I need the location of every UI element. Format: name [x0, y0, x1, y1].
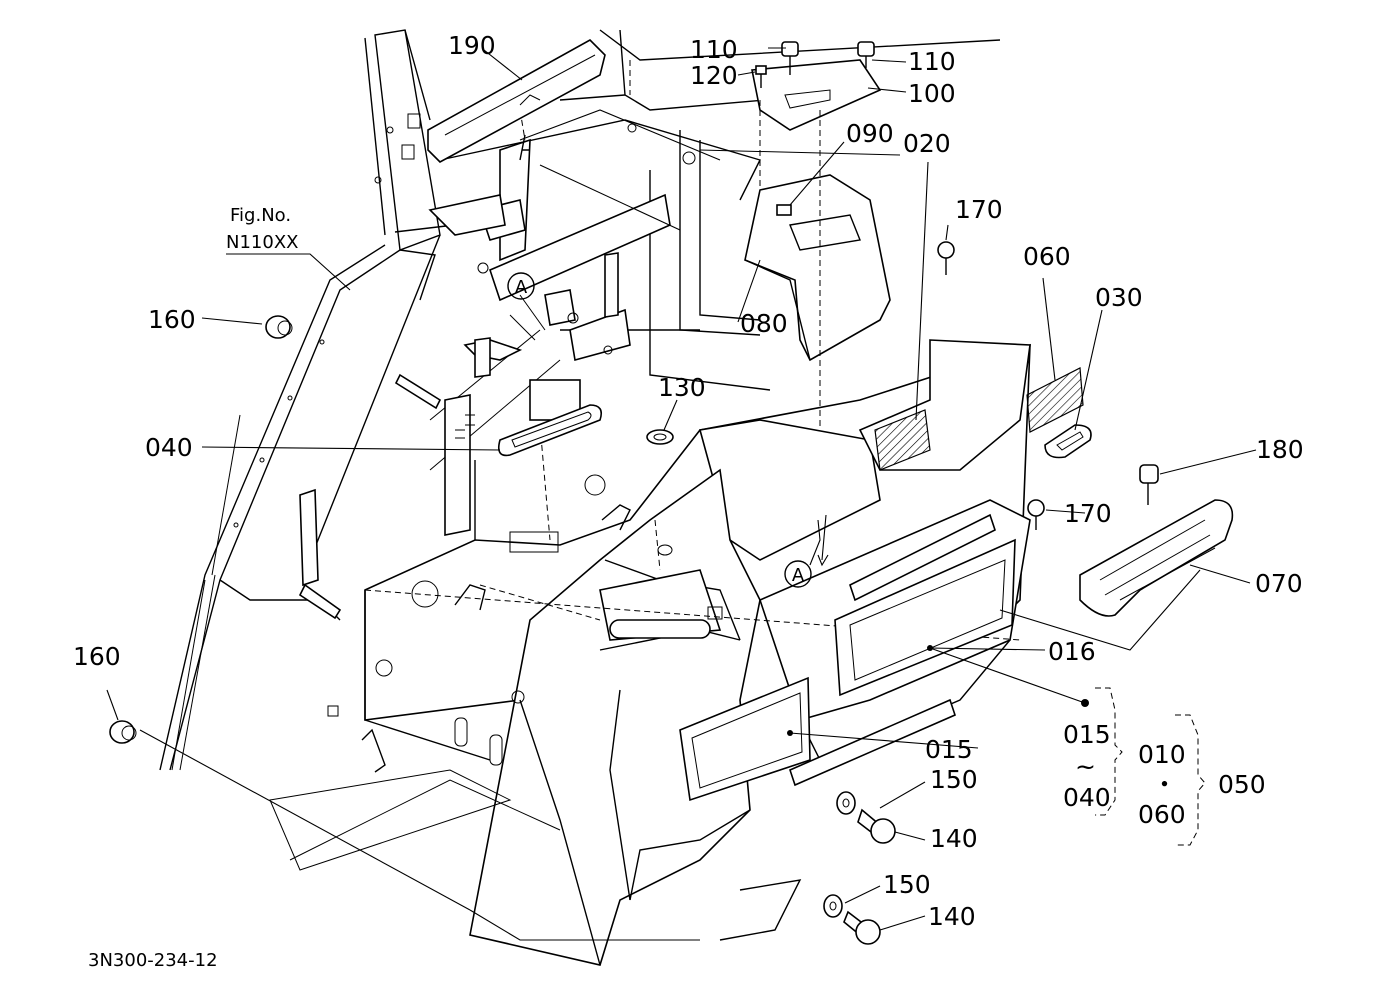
- callout-016: 016: [1048, 637, 1096, 666]
- callout-015: 015: [925, 735, 973, 764]
- detail-a-label-1: A: [515, 277, 528, 298]
- part-180-screw: [1139, 464, 1159, 505]
- part-150-washer-lower: [823, 894, 843, 918]
- part-110-bolt-right: [857, 41, 875, 68]
- callout-120: 120: [690, 61, 738, 90]
- fig-ref-line1: Fig.No.: [230, 205, 291, 226]
- callout-150-lower: 150: [883, 870, 931, 899]
- figure-code: 3N300-234-12: [88, 950, 218, 971]
- part-016-decal: [834, 538, 1016, 697]
- kit-range-to: 040: [1063, 783, 1111, 812]
- callout-140-upper: 140: [930, 824, 978, 853]
- part-160-bolt-lower: [109, 720, 137, 744]
- kit-range-from: 015: [1063, 720, 1111, 749]
- part-150-washer-upper: [836, 791, 856, 815]
- callout-150-upper: 150: [930, 765, 978, 794]
- callout-130: 130: [658, 373, 706, 402]
- part-170-clip-lower: [1027, 499, 1045, 530]
- kit-050: 050: [1218, 770, 1266, 799]
- detail-a-marker-1: [507, 272, 535, 300]
- callout-180: 180: [1256, 435, 1304, 464]
- callout-190: 190: [448, 31, 496, 60]
- kit-bracket-010: [1095, 687, 1123, 816]
- callout-040: 040: [145, 433, 193, 462]
- kit-dot: ・: [1152, 770, 1177, 799]
- part-140-bolt-lower: [843, 910, 881, 945]
- part-140-bolt-upper: [857, 808, 896, 844]
- fig-ref-line2: N110XX: [226, 232, 298, 253]
- callout-060: 060: [1023, 242, 1071, 271]
- callout-080: 080: [740, 309, 788, 338]
- part-130-grommet: [646, 429, 674, 556]
- callout-030: 030: [1095, 283, 1143, 312]
- callout-160-upper: 160: [148, 305, 196, 334]
- pedal-linkage: [298, 109, 721, 620]
- detail-a-label-2: A: [792, 565, 805, 586]
- callout-020: 020: [903, 129, 951, 158]
- leader-lines: [106, 47, 1257, 941]
- part-060-decal: [1026, 367, 1084, 433]
- callout-100: 100: [908, 79, 956, 108]
- kit-range-separator: ~: [1075, 752, 1096, 781]
- callout-160-lower: 160: [73, 642, 121, 671]
- callout-070: 070: [1255, 569, 1303, 598]
- callout-170-lower: 170: [1064, 499, 1112, 528]
- part-020-decal: [874, 409, 931, 471]
- part-160-bolt-upper: [265, 315, 293, 339]
- rear-console: [744, 59, 891, 430]
- callout-170-upper: 170: [955, 195, 1003, 224]
- callout-110-left: 110: [690, 35, 738, 64]
- part-170-clip-upper: [937, 241, 955, 275]
- kit-bracket-050: [1175, 714, 1206, 846]
- callout-090: 090: [846, 119, 894, 148]
- part-030-grommet: [1044, 424, 1092, 459]
- part-110-bolt-left: [781, 41, 799, 75]
- part-120-screw: [755, 65, 767, 88]
- part-070-step-plate: [1079, 499, 1234, 617]
- kit-060: 060: [1138, 800, 1186, 829]
- detail-a-marker-2: [784, 560, 812, 588]
- callout-110-right: 110: [908, 47, 956, 76]
- callout-140-lower: 140: [928, 902, 976, 931]
- kit-010: 010: [1138, 740, 1186, 769]
- part-015-decal: [679, 676, 811, 802]
- part-190-cover-strip: [427, 39, 606, 163]
